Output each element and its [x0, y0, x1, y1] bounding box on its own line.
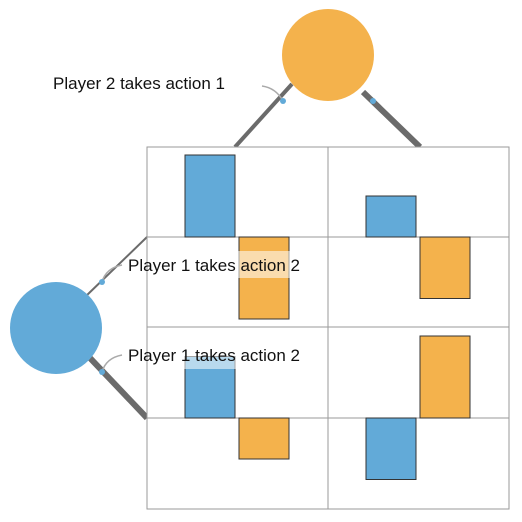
player2-action-label: Player 2 takes action 1 — [53, 74, 225, 93]
label-highlight-a — [183, 251, 290, 278]
cell-r0-c0-upper — [146, 146, 329, 238]
payoff-bar-player2-r1-c0 — [238, 417, 290, 460]
cell-r0-c1-upper — [327, 146, 510, 238]
player1-action-label-a: Player 1 takes action 2 — [128, 256, 300, 275]
cell-r0-c1-lower — [327, 236, 510, 328]
cell-r1-c1-upper — [327, 326, 510, 419]
payoff-bar-player2-r1-c1 — [419, 335, 471, 419]
payoff-bar-player1-r0-c1 — [365, 195, 417, 238]
player2-node[interactable] — [282, 9, 374, 101]
cell-r1-c0-lower — [146, 417, 329, 510]
payoff-bar-player1-r0-c0 — [184, 154, 236, 238]
cell-r0-c0-lower — [146, 236, 329, 328]
payoff-matrix — [146, 146, 510, 510]
cell-r1-c1-lower — [327, 417, 510, 510]
player1-link-knob-bottom — [99, 369, 105, 375]
cell-r1-c0-upper — [146, 326, 329, 419]
player2-link-left — [233, 82, 294, 149]
player1-node[interactable] — [10, 282, 102, 374]
label-highlight-b — [183, 342, 236, 369]
payoff-bar-player1-r1-c1 — [365, 417, 417, 480]
player2-link-knob-right — [370, 98, 376, 104]
player1-action-label-b: Player 1 takes action 2 — [128, 346, 300, 365]
player1-label-leader-a — [101, 264, 123, 283]
payoff-bar-player2-r0-c1 — [419, 236, 471, 299]
player2-link-knob-left — [280, 98, 286, 104]
player1-link-bottom — [87, 355, 150, 421]
player1-link-knob-top — [99, 279, 105, 285]
